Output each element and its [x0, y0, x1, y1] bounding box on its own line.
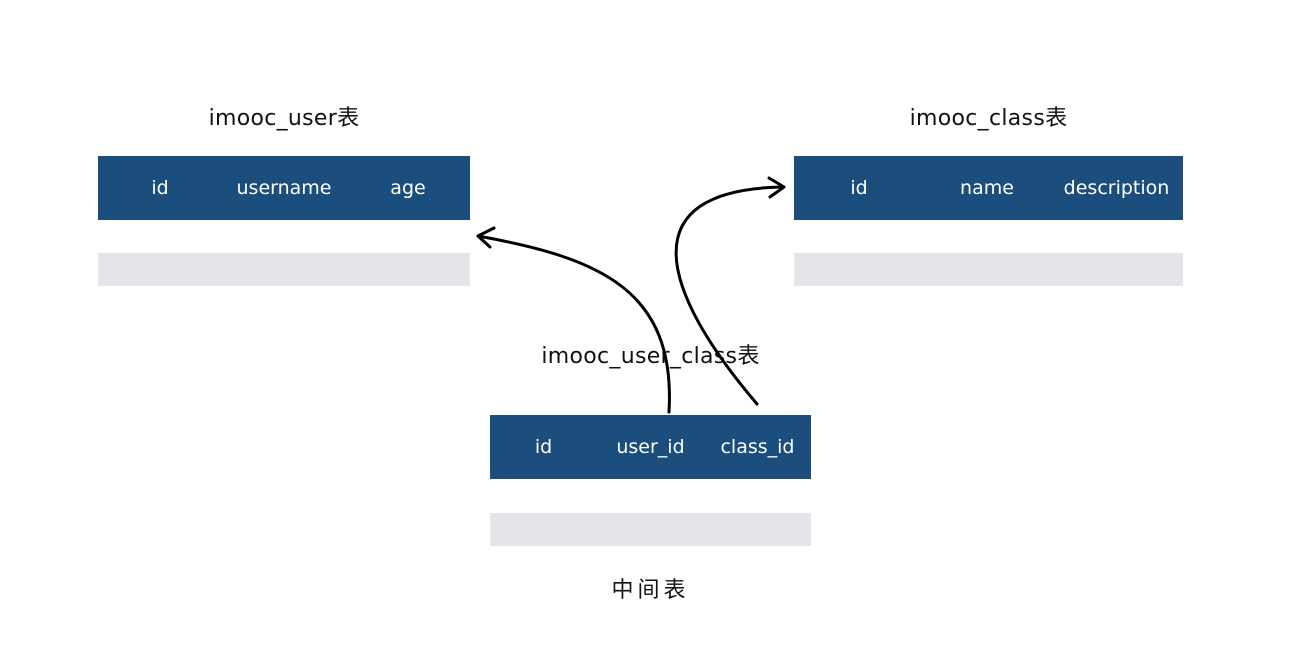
column-header-id: id	[850, 177, 868, 199]
column-header-user-id: user_id	[616, 436, 685, 458]
table-user-class-header: id user_id class_id	[490, 415, 811, 479]
column-header-age: age	[390, 177, 426, 199]
arrowhead-class	[767, 176, 786, 199]
table-class-title: imooc_class表	[909, 106, 1068, 131]
table-user-class-empty-row	[490, 513, 811, 546]
table-class-header: id name description	[794, 156, 1183, 220]
column-header-id: id	[534, 436, 553, 458]
arrow-user-id-to-user	[476, 234, 671, 414]
table-user-class-title: imooc_user_class表	[541, 344, 760, 369]
arrowhead-user	[476, 226, 496, 249]
table-user-title: imooc_user表	[208, 106, 360, 131]
junction-table-caption: 中间表	[611, 578, 690, 603]
column-header-description: description	[1063, 177, 1170, 199]
column-header-class-id: class_id	[720, 436, 795, 458]
arrow-class-id-to-class	[674, 185, 784, 406]
column-header-name: name	[960, 177, 1014, 199]
table-user-empty-row	[98, 253, 470, 286]
column-header-username: username	[236, 177, 332, 199]
column-header-id: id	[151, 177, 169, 199]
table-user-header: id username age	[98, 156, 470, 220]
table-class-empty-row	[794, 253, 1183, 286]
